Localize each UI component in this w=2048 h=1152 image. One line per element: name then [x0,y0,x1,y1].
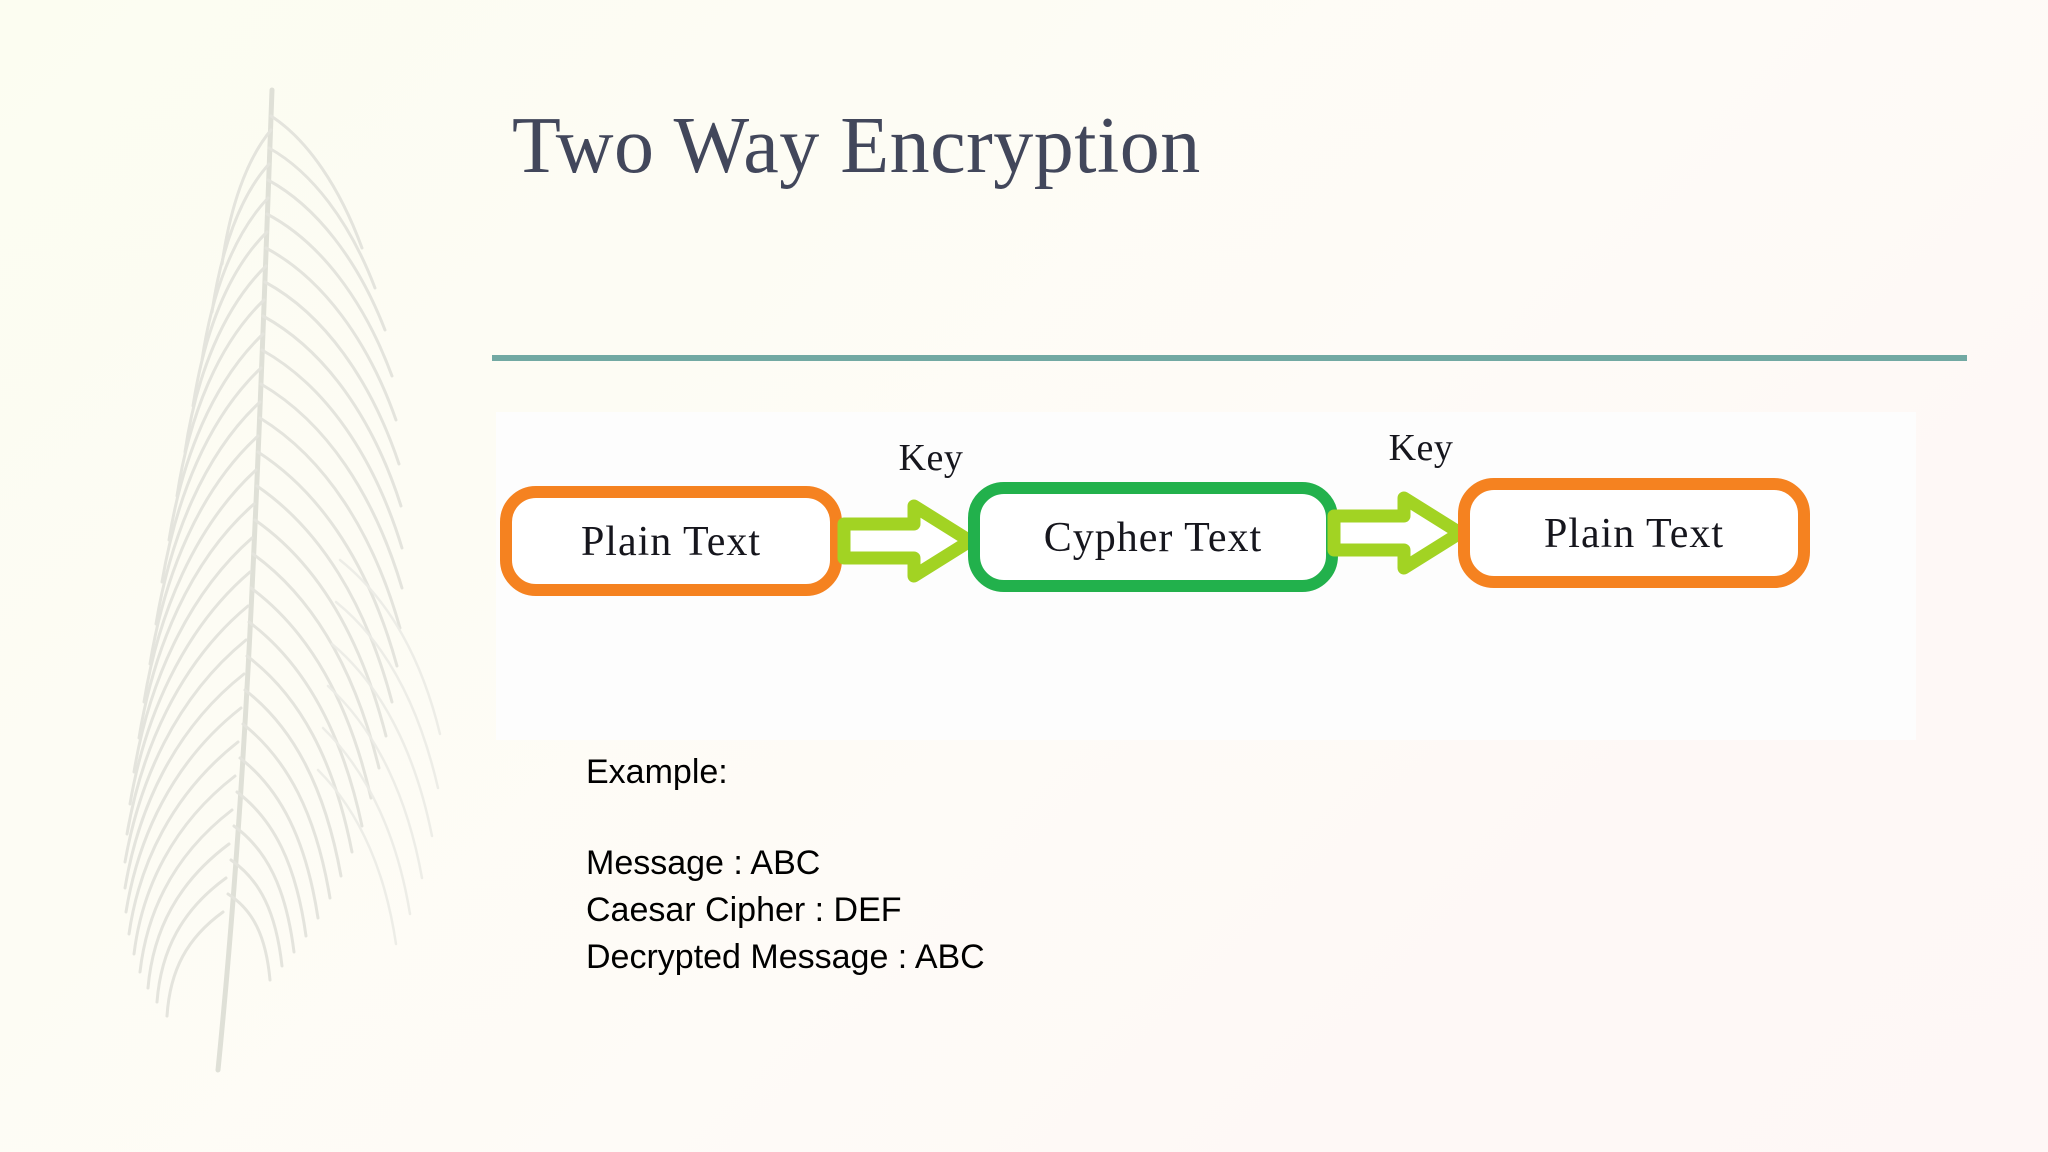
example-heading: Example: [586,753,728,791]
title-divider-rule [492,355,1967,361]
cyphertext-label: Cypher Text [1044,515,1262,561]
edge-encrypt-key-label: Key [899,437,964,479]
edge-decrypt-key-label: Key [1389,427,1454,469]
edge-decrypt-arrow-icon [1327,491,1467,575]
example-text-block: Example: Message : ABC Caesar Cipher : D… [586,748,985,981]
plaintext-left-box-shape [500,486,842,596]
plaintext-right-box-shape [1458,478,1810,588]
diagram-node-plaintext-right: Plain Text [1458,478,1810,588]
example-line-decrypted-message: Decrypted Message : ABC [586,938,985,976]
diagram-node-cyphertext: Cypher Text [968,482,1338,592]
plaintext-right-label: Plain Text [1544,511,1724,557]
diagram-node-plaintext-left: Plain Text [500,486,842,596]
feather-watermark [40,20,480,1130]
diagram-panel: Plain Text Key Cypher Text Key [496,412,1916,740]
page-title: Two Way Encryption [512,102,1201,190]
encryption-flow-diagram: Plain Text Key Cypher Text Key [496,412,1916,740]
edge-encrypt-arrow-icon [837,499,977,583]
example-line-message: Message : ABC [586,844,821,882]
plaintext-left-label: Plain Text [581,519,761,565]
example-line-caesar-cipher: Caesar Cipher : DEF [586,891,902,929]
